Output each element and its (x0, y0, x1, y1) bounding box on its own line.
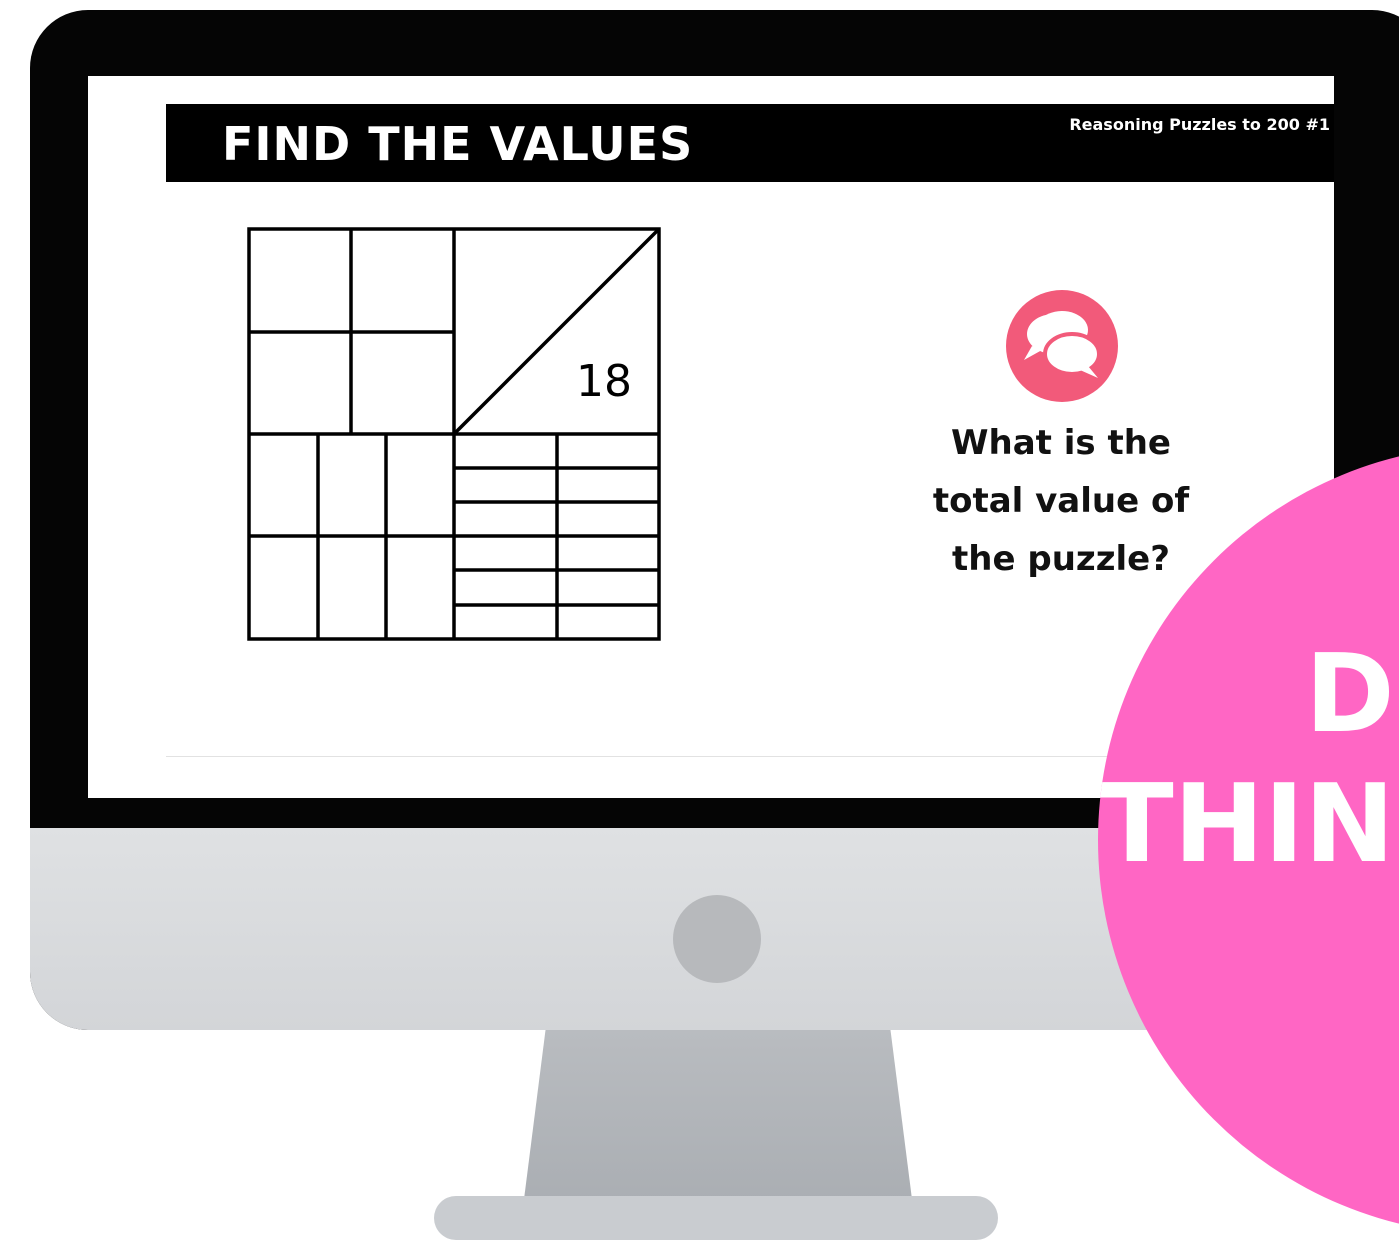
slide-title: FIND THE VALUES (222, 117, 694, 171)
puzzle-given-value: 18 (576, 356, 632, 407)
question-text: What is the total value of the puzzle? (896, 414, 1226, 588)
monitor-stand (522, 1030, 914, 1215)
slide-subtitle: Reasoning Puzzles to 200 #1 (1069, 115, 1330, 134)
promo-text-line-2: THIN (1100, 762, 1395, 887)
question-line-2: total value of (932, 481, 1190, 521)
chat-bubbles-icon (1006, 290, 1118, 402)
question-line-1: What is the (951, 423, 1171, 463)
question-line-3: the puzzle? (952, 539, 1170, 579)
puzzle-grid: 18 (247, 227, 661, 641)
slide-divider (166, 756, 1334, 757)
monitor-screen: FIND THE VALUES Reasoning Puzzles to 200… (88, 76, 1334, 798)
promo-text-line-1: D (1305, 632, 1395, 757)
monitor-logo-dot (673, 895, 761, 983)
tr-quadrant-diagonal (452, 227, 661, 436)
monitor-base (434, 1196, 998, 1240)
slide-header: FIND THE VALUES Reasoning Puzzles to 200… (166, 104, 1334, 182)
